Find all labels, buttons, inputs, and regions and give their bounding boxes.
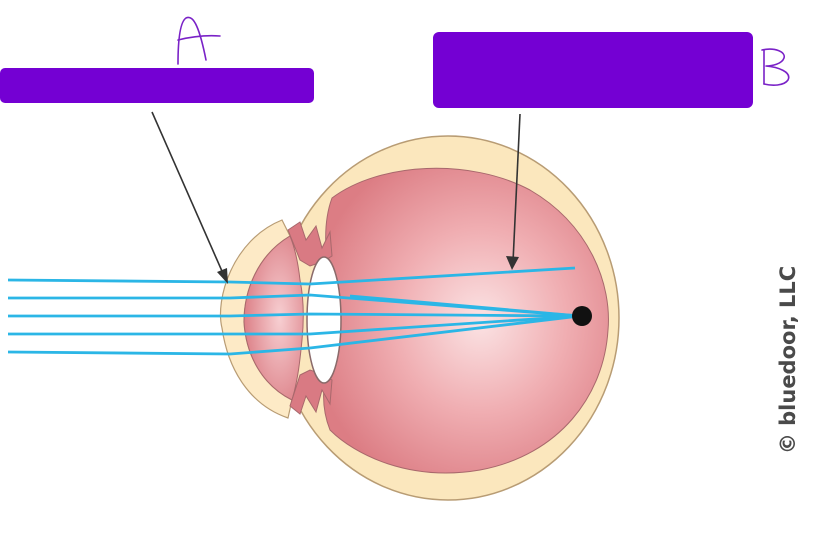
- copyright-credit: © bluedoor, LLC: [776, 266, 800, 454]
- handwritten-a: A: [177, 16, 221, 65]
- pointer-arrowhead-a: [217, 268, 228, 284]
- light-ray: [8, 314, 581, 336]
- redacted-label-b: [433, 32, 753, 108]
- handwritten-b: B: [0, 0, 790, 86]
- ciliary-body-top: [287, 221, 333, 267]
- focal-point: [572, 306, 592, 326]
- light-ray: [7, 266, 576, 286]
- light-rays: [7, 266, 581, 356]
- handwritten-b-text: B: [0, 0, 1, 1]
- pointer-line-b: [512, 113, 521, 263]
- redacted-label-a: [0, 68, 314, 103]
- pointer-line-a: [151, 111, 226, 279]
- light-ray: [7, 314, 581, 356]
- light-ray: [8, 312, 581, 318]
- pointer-arrowhead-b: [506, 256, 519, 270]
- lens: [306, 256, 342, 384]
- light-ray: [349, 294, 581, 318]
